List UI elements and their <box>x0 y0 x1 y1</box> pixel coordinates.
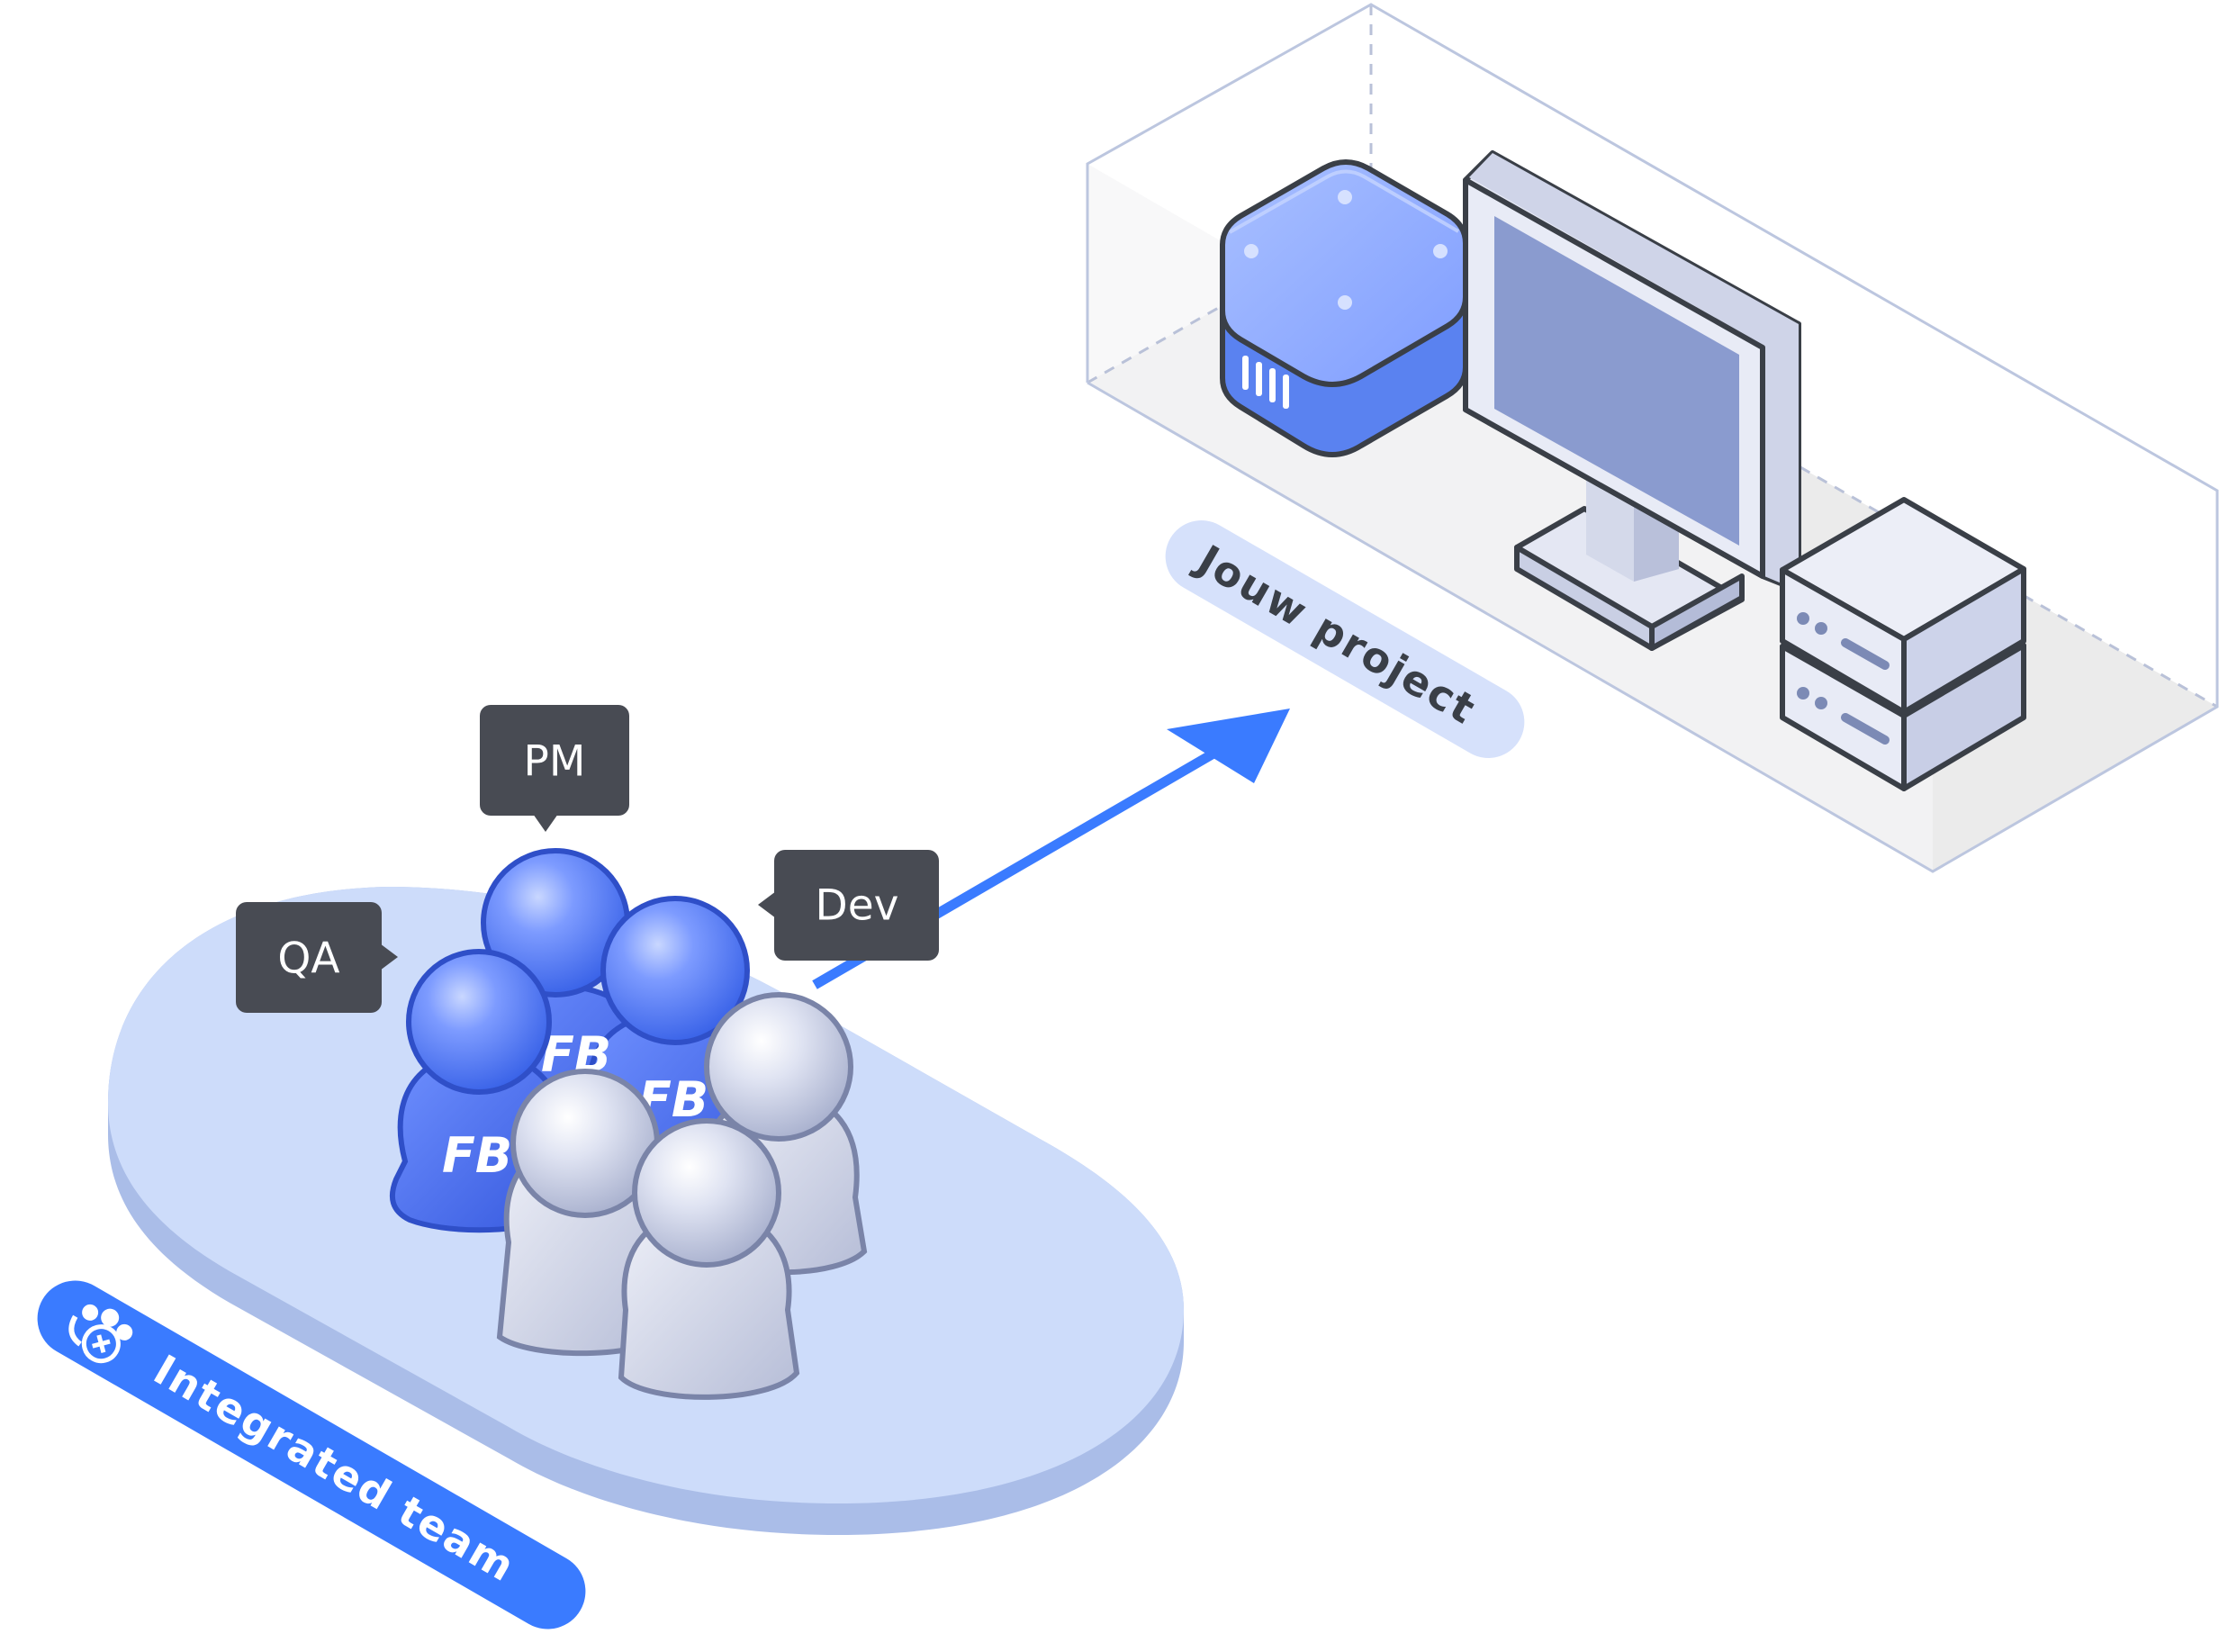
team-icon <box>68 1304 133 1364</box>
role-tag-dev: Dev <box>758 850 939 961</box>
role-label-pm: PM <box>524 737 586 787</box>
server-rack-icon <box>1780 497 2026 791</box>
role-label-qa: QA <box>277 934 339 984</box>
role-label-dev: Dev <box>816 881 899 931</box>
client-member-front <box>618 1118 800 1400</box>
team-member-qa: FB <box>389 949 565 1233</box>
role-tag-pm: PM <box>480 705 629 832</box>
badge-glyph: FB <box>442 1127 512 1184</box>
storage-cube-icon <box>1220 159 1468 457</box>
role-tag-qa: QA <box>236 902 398 1013</box>
